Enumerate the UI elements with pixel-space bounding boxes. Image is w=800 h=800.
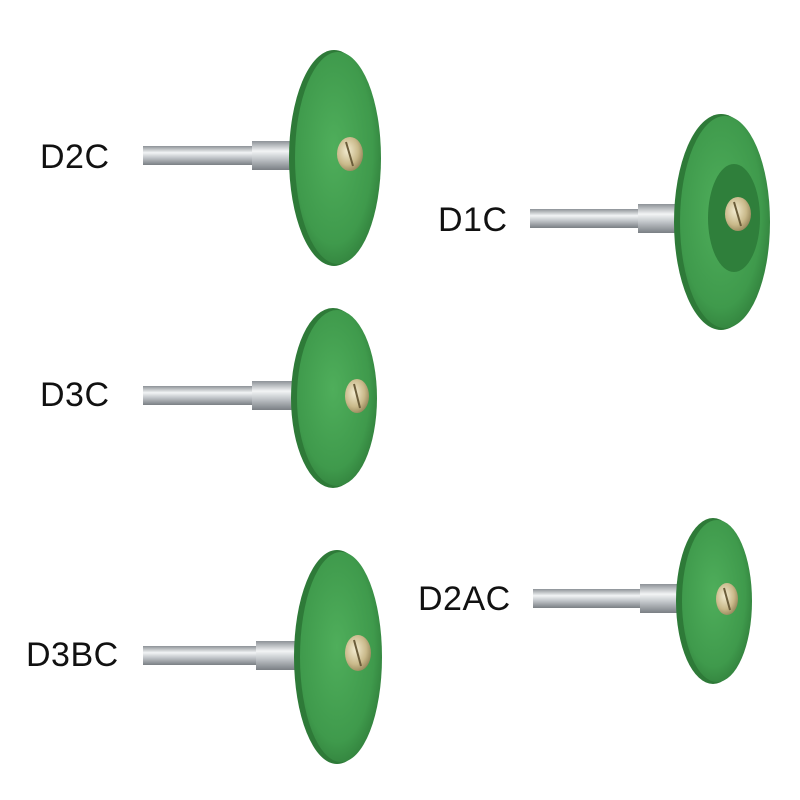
d3c-tool (143, 308, 377, 488)
label-d3bc: D3BC (26, 636, 119, 674)
label-d1c: D1C (438, 201, 508, 239)
d3bc-shaft (143, 646, 263, 665)
d3c-disc (297, 310, 377, 486)
d3bc-screw-slot (353, 639, 362, 667)
d1c-screw-slot (733, 201, 742, 227)
d3bc-tool (143, 550, 382, 764)
d1c-shaft (530, 209, 645, 228)
label-d2ac: D2AC (418, 580, 511, 618)
label-d3c: D3C (40, 376, 110, 414)
label-d2c: D2C (40, 138, 110, 176)
d3c-collar (252, 381, 297, 410)
d1c-tool (530, 114, 770, 330)
d2c-shaft (143, 146, 258, 165)
d2c-screw-slot (345, 141, 354, 167)
d2ac-tool (533, 518, 752, 684)
d3c-screw-slot (353, 383, 361, 409)
d3bc-collar (256, 641, 301, 670)
d3bc-disc (300, 552, 382, 762)
d2c-tool (143, 50, 381, 266)
d3c-shaft (143, 386, 258, 405)
d2ac-screw-slot (723, 587, 731, 611)
d2ac-shaft (533, 589, 648, 608)
